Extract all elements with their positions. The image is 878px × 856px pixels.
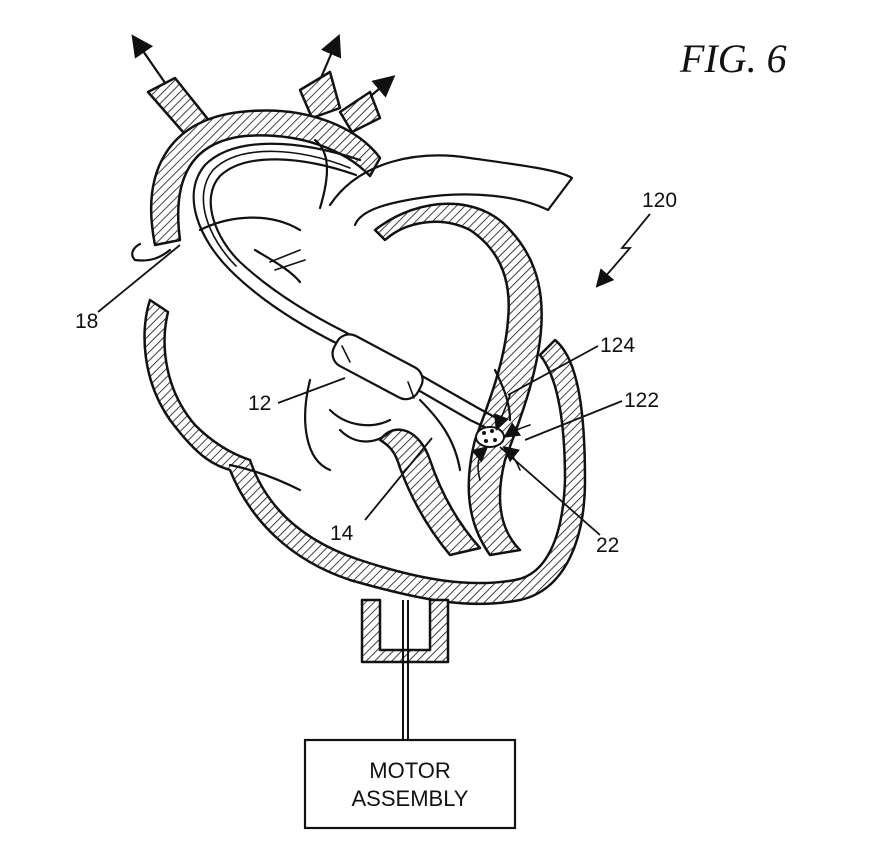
ref-22-label: 22 — [596, 534, 619, 557]
ref-14-label: 14 — [330, 522, 354, 545]
ref-12-label: 12 — [248, 392, 271, 415]
ref-124-label: 124 — [600, 334, 635, 357]
ref-120: 120 — [598, 189, 677, 285]
motor-label-line2: ASSEMBLY — [352, 786, 469, 811]
pump-housing — [328, 329, 428, 404]
aortic-arch — [151, 111, 380, 245]
internal-contours — [132, 218, 510, 490]
motor-assembly-box: MOTOR ASSEMBLY — [305, 740, 515, 828]
ref-122-label: 122 — [624, 389, 659, 412]
ref-120-label: 120 — [642, 189, 677, 212]
motor-label-line1: MOTOR — [369, 758, 450, 783]
drive-shaft-housing — [362, 600, 448, 740]
inlet-cage — [476, 427, 504, 447]
figure-title: FIG. 6 — [679, 36, 787, 81]
ref-122: 122 — [525, 389, 659, 440]
ref-18-label: 18 — [75, 310, 98, 333]
